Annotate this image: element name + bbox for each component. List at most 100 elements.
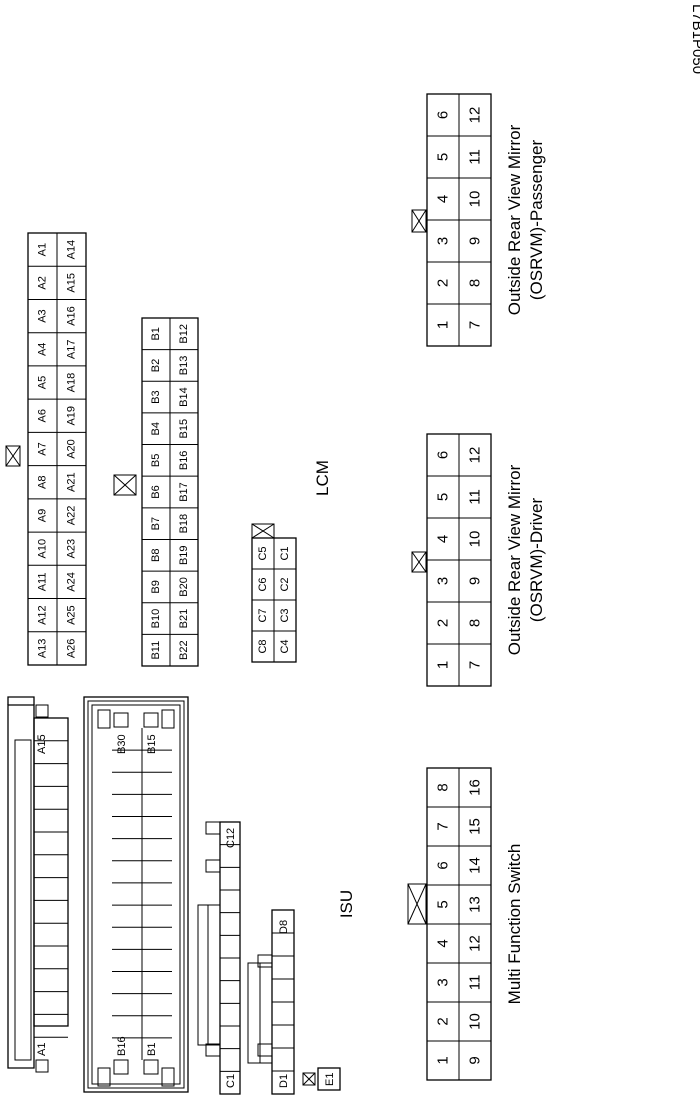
mfs-pin-16: 16 — [467, 779, 484, 796]
lock-icon — [407, 883, 427, 925]
lcm-pin-a23: A23 — [66, 539, 78, 559]
osrvm-passenger-pin-3: 3 — [435, 237, 452, 245]
osrvm-passenger-pin-4: 4 — [435, 195, 452, 203]
isu-pin-c1: C1 — [225, 1074, 237, 1088]
lcm-pin-b6: B6 — [150, 485, 162, 498]
lcm-pin-a4: A4 — [37, 343, 49, 356]
osrvm-passenger-pin-12: 12 — [467, 107, 484, 124]
lcm-pin-a18: A18 — [66, 373, 78, 393]
lcm-connector: A13A12A11A10A9A8A7A6A5A4A3A2A1A26A25A24A… — [5, 232, 332, 667]
osrvm-passenger-pin-6: 6 — [435, 111, 452, 119]
lcm-pin-a24: A24 — [66, 572, 78, 592]
osrvm-passenger-pin-8: 8 — [467, 279, 484, 287]
lcm-label: LCM — [313, 460, 332, 496]
lock-icon — [302, 1072, 316, 1086]
figure-code: L7B1P050 — [689, 4, 700, 74]
mfs-pin-10: 10 — [467, 1013, 484, 1030]
lcm-pin-c3: C3 — [279, 608, 291, 622]
lcm-pin-a20: A20 — [66, 439, 78, 459]
lcm-pin-b18: B18 — [178, 514, 190, 534]
lcm-pin-b4: B4 — [150, 422, 162, 435]
isu-d-block — [247, 909, 295, 1095]
lcm-pin-a11: A11 — [37, 573, 49, 592]
mfs-pin-11: 11 — [467, 975, 484, 991]
lcm-pin-a3: A3 — [37, 309, 49, 322]
mfs-pin-6: 6 — [435, 861, 452, 869]
osrvm-driver-pin-9: 9 — [467, 577, 484, 585]
lcm-pin-a12: A12 — [37, 605, 49, 625]
mfs-pin-3: 3 — [435, 978, 452, 986]
mfs-pin-9: 9 — [467, 1056, 484, 1064]
lcm-pin-a5: A5 — [37, 376, 49, 389]
isu-label: ISU — [337, 890, 356, 918]
lcm-pin-c6: C6 — [257, 577, 269, 591]
osrvm-passenger-pin-9: 9 — [467, 237, 484, 245]
osrvm-passenger-pin-7: 7 — [467, 321, 484, 329]
mfs-pin-2: 2 — [435, 1017, 452, 1025]
isu-pin-e1: E1 — [324, 1073, 336, 1086]
lcm-pin-b9: B9 — [150, 580, 162, 593]
lcm-pin-b1: B1 — [150, 327, 162, 340]
lcm-pin-a2: A2 — [37, 276, 49, 289]
lcm-pin-a7: A7 — [37, 442, 49, 455]
isu-connector: A1 A15 B16 B30 B1 B15 C1 C12 D1 D8 E1 IS… — [7, 696, 356, 1095]
osrvm-driver-pin-1: 1 — [435, 661, 452, 669]
mfs-pin-7: 7 — [435, 822, 452, 830]
osrvm-driver-pin-2: 2 — [435, 619, 452, 627]
lcm-pin-a17: A17 — [66, 340, 78, 360]
osrvm-driver-pin-8: 8 — [467, 619, 484, 627]
osrvm-driver-pin-4: 4 — [435, 535, 452, 543]
lock-icon — [251, 523, 275, 539]
osrvm-passenger-pin-5: 5 — [435, 153, 452, 161]
mfs-pin-1: 1 — [435, 1056, 452, 1064]
lcm-pin-b8: B8 — [150, 549, 162, 562]
lcm-pin-c2: C2 — [279, 577, 291, 591]
isu-b-block — [83, 696, 189, 1093]
lcm-pin-b13: B13 — [178, 356, 190, 376]
lock-icon — [411, 209, 427, 233]
lcm-pin-c7: C7 — [257, 608, 269, 622]
osrvm-passenger-pin-11: 11 — [467, 149, 484, 165]
lcm-pin-b14: B14 — [178, 387, 190, 407]
lcm-pin-a13: A13 — [37, 639, 49, 659]
lock-icon — [411, 551, 427, 573]
lcm-b-block: B11B10B9B8B7B6B5B4B3B2B1B22B21B20B19B18B… — [113, 317, 199, 667]
osrvm-driver-pin-7: 7 — [467, 661, 484, 669]
osrvm-driver-pin-10: 10 — [467, 531, 484, 548]
lcm-pin-b10: B10 — [150, 609, 162, 629]
lcm-pin-c4: C4 — [279, 639, 291, 653]
mfs-pin-5: 5 — [435, 900, 452, 908]
lcm-pin-b19: B19 — [178, 545, 190, 565]
isu-pin-b15: B15 — [146, 734, 158, 754]
lcm-pin-c1: C1 — [279, 546, 291, 560]
osrvm-passenger-pin-1: 1 — [435, 321, 452, 329]
lcm-pin-b15: B15 — [178, 419, 190, 439]
osrvm-driver-label-line2: (OSRVM)-Driver — [527, 497, 546, 622]
lcm-pin-a15: A15 — [66, 273, 78, 293]
lcm-pin-a26: A26 — [66, 639, 78, 659]
osrvm-driver-pin-6: 6 — [435, 451, 452, 459]
osrvm-passenger-label-line1: Outside Rear View Mirror — [505, 124, 524, 315]
osrvm-driver-label-line1: Outside Rear View Mirror — [505, 464, 524, 655]
lcm-pin-a9: A9 — [37, 509, 49, 522]
isu-pin-a1: A1 — [36, 1043, 48, 1056]
lcm-pin-a19: A19 — [66, 406, 78, 426]
isu-pin-b16: B16 — [116, 1036, 128, 1056]
isu-e-block — [302, 1067, 341, 1091]
osrvm-driver-pin-12: 12 — [467, 447, 484, 464]
lock-icon — [5, 445, 21, 467]
mfs-pin-13: 13 — [467, 896, 484, 913]
isu-pin-c12: C12 — [225, 828, 237, 848]
osrvm-passenger-label-line2: (OSRVM)-Passenger — [527, 140, 546, 301]
lcm-pin-a6: A6 — [37, 409, 49, 422]
isu-pin-d1: D1 — [278, 1074, 290, 1088]
isu-pin-a15: A15 — [36, 734, 48, 754]
mfs-pin-15: 15 — [467, 818, 484, 835]
lcm-pin-c5: C5 — [257, 546, 269, 560]
mfs-pin-8: 8 — [435, 783, 452, 791]
mfs-pin-4: 4 — [435, 939, 452, 947]
lcm-pin-b11: B11 — [150, 641, 162, 660]
